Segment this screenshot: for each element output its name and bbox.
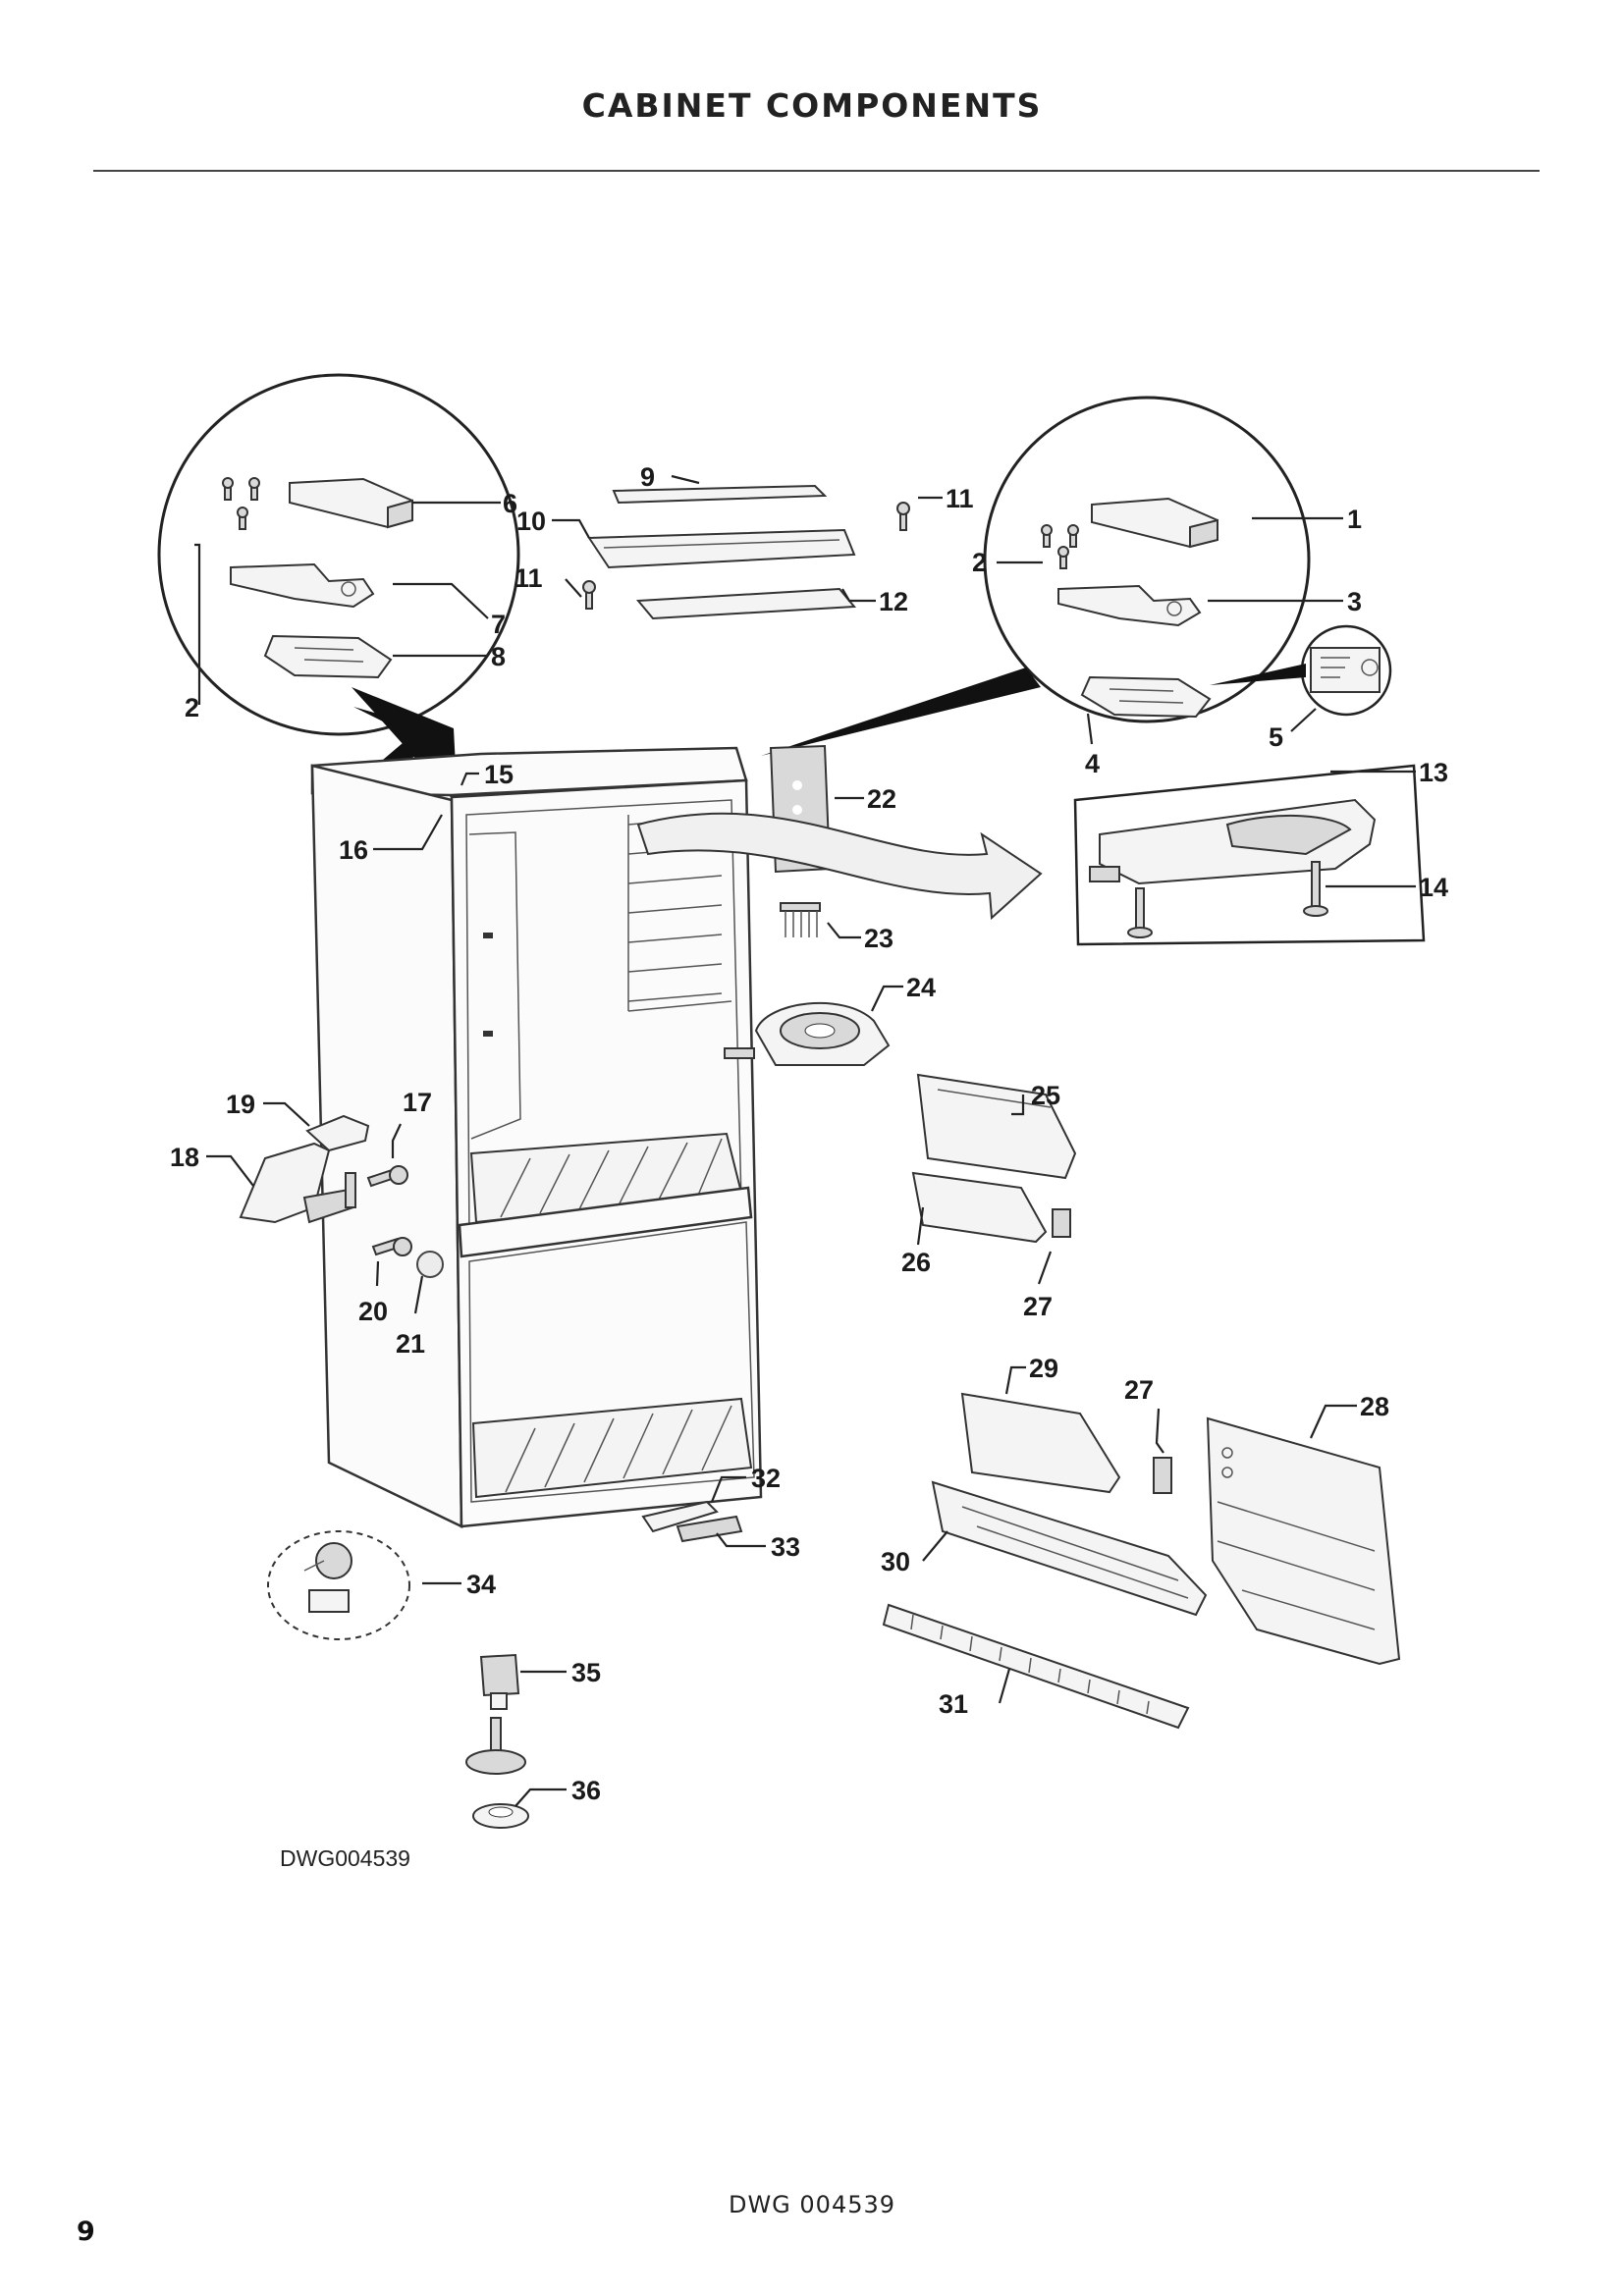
callout-27-upper: 27 <box>1023 1292 1053 1321</box>
callout-30: 30 <box>881 1547 910 1576</box>
callout-27-lower: 27 <box>1124 1375 1154 1405</box>
callout-2-left: 2 <box>185 693 199 722</box>
callout-11-left: 11 <box>514 563 543 593</box>
callout-6: 6 <box>503 489 517 518</box>
callout-20: 20 <box>358 1297 388 1326</box>
callout-9: 9 <box>640 462 655 492</box>
callout-23: 23 <box>864 924 893 953</box>
title-divider <box>93 170 1540 172</box>
callout-12: 12 <box>879 587 908 616</box>
callout-21: 21 <box>396 1329 425 1359</box>
callout-11-right: 11 <box>946 484 974 513</box>
callout-17: 17 <box>403 1088 432 1117</box>
page-title: CABINET COMPONENTS <box>581 86 1043 125</box>
callout-36: 36 <box>571 1776 601 1805</box>
callout-25: 25 <box>1031 1081 1060 1110</box>
callout-32: 32 <box>751 1464 781 1493</box>
callout-28: 28 <box>1360 1392 1389 1421</box>
right-hinge-detail <box>761 396 1392 756</box>
callout-2-right: 2 <box>972 548 987 577</box>
drawing-code: DWG004539 <box>280 1845 410 1871</box>
callout-33: 33 <box>771 1532 800 1562</box>
left-hinge-detail <box>157 373 520 810</box>
callout-4: 4 <box>1085 749 1100 778</box>
callout-29: 29 <box>1029 1354 1058 1383</box>
callout-16: 16 <box>339 835 368 865</box>
callout-19: 19 <box>226 1090 255 1119</box>
callout-7: 7 <box>491 610 506 639</box>
leveling-leg-parts <box>465 1653 529 1829</box>
callout-15: 15 <box>484 760 514 789</box>
callout-1: 1 <box>1347 505 1362 534</box>
callout-22: 22 <box>867 784 896 814</box>
callout-24: 24 <box>906 973 936 1002</box>
callout-13: 13 <box>1419 758 1448 787</box>
refrigerator-cabinet <box>310 744 1043 1529</box>
clip-parts <box>641 1500 743 1543</box>
page-number: 9 <box>77 2216 95 2247</box>
callout-10: 10 <box>516 507 546 536</box>
callout-3: 3 <box>1347 587 1362 616</box>
leader-lines <box>194 474 1416 1807</box>
callout-5: 5 <box>1269 722 1283 752</box>
door-stop-inset <box>1073 764 1426 946</box>
callout-34: 34 <box>466 1570 496 1599</box>
callout-31: 31 <box>939 1689 968 1719</box>
drawer-parts <box>882 1073 1401 1730</box>
callout-8: 8 <box>491 642 506 671</box>
callout-26: 26 <box>901 1248 931 1277</box>
leveling-detail <box>267 1530 410 1640</box>
top-cover-parts <box>582 484 910 620</box>
callout-35: 35 <box>571 1658 601 1687</box>
callout-labels: 1 2 3 4 5 6 7 8 9 10 11 11 12 2 13 14 15… <box>170 462 1448 1805</box>
callout-14: 14 <box>1419 873 1448 902</box>
footer-drawing-code: DWG 004539 <box>728 2191 896 2218</box>
callout-18: 18 <box>170 1143 199 1172</box>
lower-hinge-parts <box>239 1114 444 1278</box>
